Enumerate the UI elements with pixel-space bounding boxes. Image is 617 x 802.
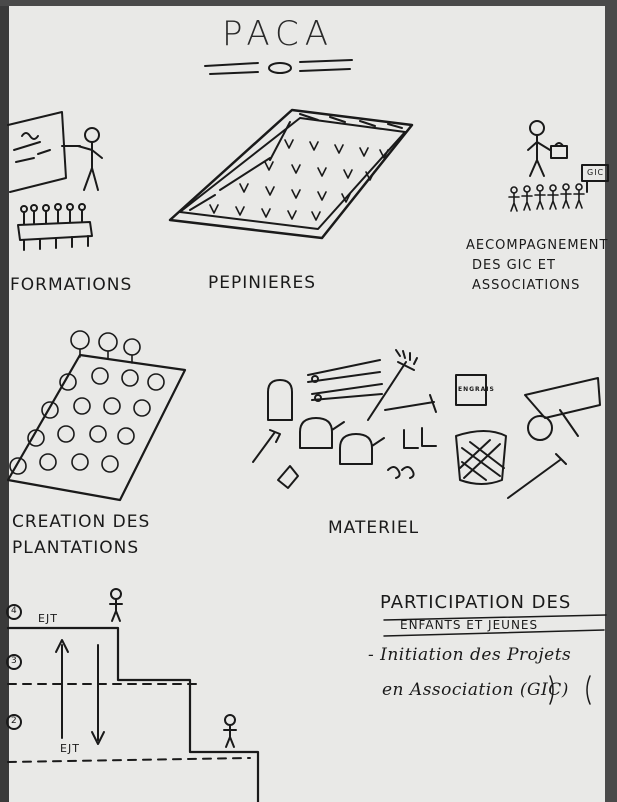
label-pepinieres: PEPINIERES <box>208 273 317 293</box>
step-number-4: 4 <box>11 606 18 616</box>
accompagnement-illustration <box>508 120 609 212</box>
participation-line-1: - Initiation des Projets <box>368 645 572 665</box>
participation-underlines <box>383 614 607 705</box>
label-accompagnement-1: AECOMPAGNEMENT <box>466 238 609 253</box>
label-accompagnement-2: DES GIC ET <box>472 258 556 273</box>
label-materiel: MATERIEL <box>328 518 420 538</box>
frame-right <box>605 0 617 802</box>
frame-left <box>0 0 9 802</box>
label-accompagnement-3: ASSOCIATIONS <box>472 278 581 293</box>
label-formations: FORMATIONS <box>10 275 133 295</box>
ejt-top-label: EJT <box>38 612 58 625</box>
formations-illustration <box>7 111 103 251</box>
page-title: PACA <box>222 14 334 54</box>
participation-subheading: ENFANTS ET JEUNES <box>400 618 539 632</box>
label-plantations-2: PLANTATIONS <box>12 538 140 558</box>
label-plantations-1: CREATION DES <box>12 512 151 532</box>
gic-sign-label: GIC <box>587 168 605 177</box>
title-underline <box>204 59 353 75</box>
participation-line-2: en Association (GIC) <box>382 680 569 700</box>
materiel-illustration <box>252 349 601 499</box>
step-number-3: 3 <box>11 656 18 666</box>
frame-top <box>0 0 617 6</box>
step-number-2: 2 <box>11 716 18 726</box>
participation-heading: PARTICIPATION DES <box>380 592 572 613</box>
ejt-bottom-label: EJT <box>60 742 80 755</box>
stairs-diagram <box>6 588 260 802</box>
sack-label: ENGRAIS <box>458 386 495 393</box>
pepinieres-illustration <box>168 108 414 240</box>
plantations-illustration <box>6 330 187 502</box>
